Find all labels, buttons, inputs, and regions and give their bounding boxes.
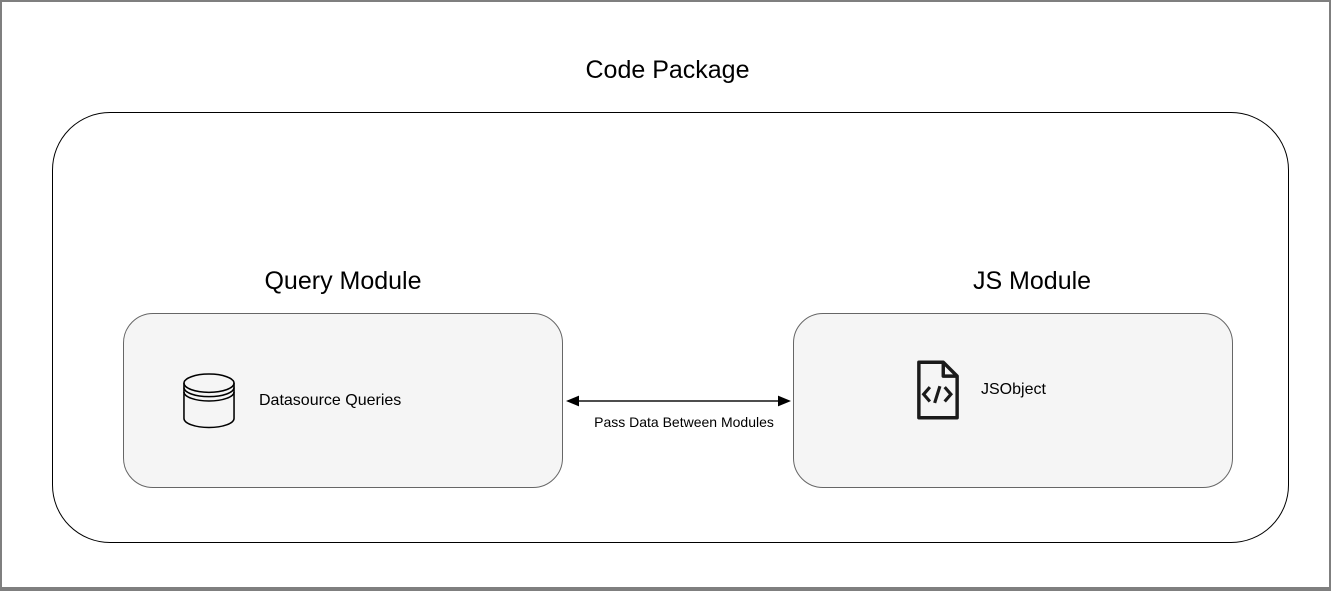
code-file-icon <box>916 359 960 421</box>
connector-arrow <box>566 395 791 407</box>
connector-label: Pass Data Between Modules <box>594 414 774 430</box>
query-module-title: Query Module <box>264 267 422 295</box>
js-module-node: JSObject <box>793 313 1233 488</box>
diagram-title: Code Package <box>585 56 750 84</box>
query-item-label: Datasource Queries <box>259 391 402 409</box>
js-item-label: JSObject <box>981 380 1046 398</box>
database-icon <box>183 372 235 429</box>
query-module-node: Datasource Queries <box>123 313 563 488</box>
code-package-container: Query Module Datasource Queries Pass Dat… <box>52 112 1289 543</box>
js-module-title: JS Module <box>972 267 1092 295</box>
